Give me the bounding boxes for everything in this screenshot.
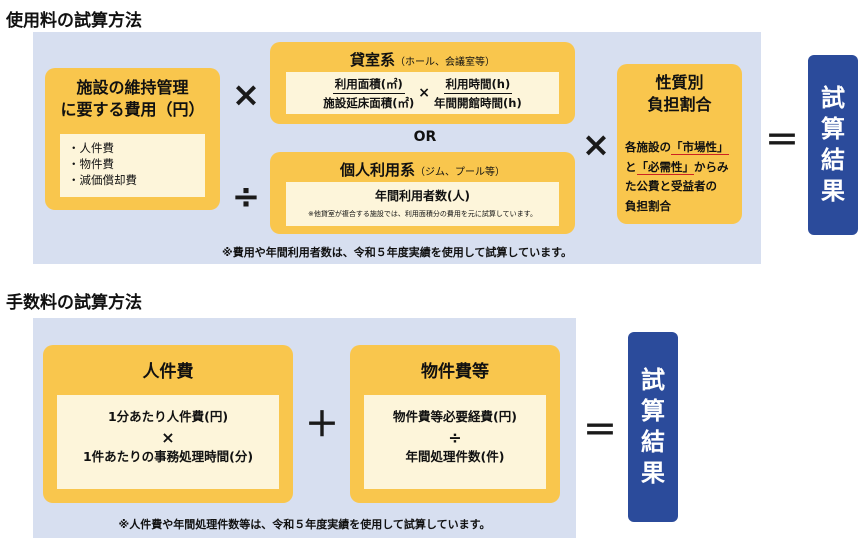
divide-operator: ÷ — [231, 177, 261, 217]
area-numerator: 利用面積(㎡) — [332, 76, 405, 94]
personnel-formula: 1分あたり人件費(円) × 1件あたりの事務処理時間(分) — [57, 395, 279, 489]
per-minute-cost: 1分あたり人件費(円) — [107, 409, 229, 424]
goods-heading: 物件費等 — [421, 362, 489, 382]
burden-ratio-box: 性質別 負担割合 各施設の「市場性」 と「必需性」からみ た公費と受益者の 負担… — [617, 64, 742, 224]
rental-heading-paren: （ホール、会議室等） — [395, 57, 495, 68]
burden-text: からみ — [694, 159, 729, 174]
rental-heading-main: 貸室系 — [349, 51, 395, 69]
cost-items-list: ・人件費 ・物件費 ・減価償却費 — [60, 134, 205, 197]
necessity-term: 「必需性」 — [636, 159, 694, 175]
list-item: ・減価償却費 — [68, 173, 137, 188]
usage-footnote: ※費用や年間利用者数は、令和５年度実績を使用して試算しています。 — [222, 246, 572, 259]
burden-heading-line1: 性質別 — [655, 73, 704, 92]
multiply-operator: × — [231, 75, 261, 115]
burden-text: と — [625, 159, 637, 174]
personnel-heading: 人件費 — [142, 362, 194, 382]
personal-formula: 年間利用者数(人) ※他貸室が複合する施設では、利用面積分の費用を元に試算してい… — [286, 182, 559, 226]
time-fraction: 利用時間(h) 年間開館時間(h) — [434, 76, 522, 111]
area-denominator: 施設延床面積(㎡) — [323, 95, 415, 110]
goods-formula: 物件費等必要経費(円) ÷ 年間処理件数(件) — [364, 395, 546, 489]
burden-heading-line2: 負担割合 — [647, 95, 712, 115]
maintenance-heading-line2: に要する費用（円） — [60, 99, 205, 119]
result-char: 結 — [641, 428, 665, 456]
plus-operator: ＋ — [305, 405, 339, 445]
result-char: 算 — [821, 114, 845, 143]
time-denominator: 年間開館時間(h) — [434, 95, 522, 110]
personal-use-box: 個人利用系（ジム、プール等） 年間利用者数(人) ※他貸室が複合する施設では、利… — [270, 152, 575, 234]
goods-cost-box: 物件費等 物件費等必要経費(円) ÷ 年間処理件数(件) — [350, 345, 560, 503]
multiply-operator-2: × — [581, 125, 611, 165]
result-char: 試 — [821, 83, 845, 112]
maintenance-cost-box: 施設の維持管理 に要する費用（円） ・人件費 ・物件費 ・減価償却費 — [45, 68, 220, 210]
area-fraction: 利用面積(㎡) 施設延床面積(㎡) — [323, 76, 414, 111]
processing-time: 1件あたりの事務処理時間(分) — [82, 448, 254, 464]
result-char: 果 — [821, 177, 845, 206]
burden-text: た公費と受益者の — [625, 179, 717, 194]
or-label: OR — [413, 129, 437, 145]
time-numerator: 利用時間(h) — [443, 76, 513, 94]
personnel-cost-box: 人件費 1分あたり人件費(円) × 1件あたりの事務処理時間(分) — [43, 345, 293, 503]
burden-heading: 性質別 負担割合 — [617, 72, 742, 117]
personal-heading-paren: （ジム、プール等） — [415, 167, 505, 178]
result-char: 結 — [821, 146, 845, 174]
rental-type-box: 貸室系（ホール、会議室等） 利用面積(㎡) 施設延床面積(㎡) × 利用時間(h… — [270, 42, 575, 124]
result-char: 果 — [641, 459, 665, 488]
formula-divide: ÷ — [448, 427, 462, 447]
usage-section-title: 使用料の試算方法 — [6, 11, 142, 31]
burden-text: 負担割合 — [625, 198, 671, 213]
equals-operator-2: ＝ — [583, 411, 617, 451]
result-char: 試 — [641, 365, 665, 394]
composite-facility-note: ※他貸室が複合する施設では、利用面積分の費用を元に試算しています。 — [308, 210, 537, 218]
equals-operator: ＝ — [765, 121, 799, 161]
maintenance-cost-heading: 施設の維持管理 に要する費用（円） — [45, 77, 220, 120]
list-item: ・物件費 — [68, 157, 114, 172]
burden-description: 各施設の「市場性」 と「必需性」からみ た公費と受益者の 負担割合 — [625, 138, 739, 216]
annual-case-count: 年間処理件数(件) — [405, 448, 505, 464]
formula-multiply: × — [418, 85, 431, 101]
personal-heading-main: 個人利用系 — [339, 161, 415, 179]
rental-heading: 貸室系（ホール、会議室等） — [270, 49, 575, 70]
maintenance-heading-line1: 施設の維持管理 — [76, 78, 189, 97]
formula-multiply: × — [161, 427, 175, 447]
fee-footnote: ※人件費や年間処理件数等は、令和５年度実績を使用して試算しています。 — [118, 518, 491, 531]
result-char: 算 — [641, 396, 665, 425]
burden-text: 各施設の — [625, 140, 671, 154]
required-expenses: 物件費等必要経費(円) — [393, 409, 517, 424]
marketability-term: 「市場性」 — [671, 140, 729, 155]
annual-users-text: 年間利用者数(人) — [375, 189, 470, 203]
fee-section-title: 手数料の試算方法 — [6, 293, 142, 313]
personal-heading: 個人利用系（ジム、プール等） — [270, 159, 575, 180]
usage-result-box: 試 算 結 果 — [808, 55, 858, 235]
fee-result-box: 試 算 結 果 — [628, 332, 678, 522]
rental-formula: 利用面積(㎡) 施設延床面積(㎡) × 利用時間(h) 年間開館時間(h) — [286, 72, 559, 114]
list-item: ・人件費 — [68, 141, 114, 155]
